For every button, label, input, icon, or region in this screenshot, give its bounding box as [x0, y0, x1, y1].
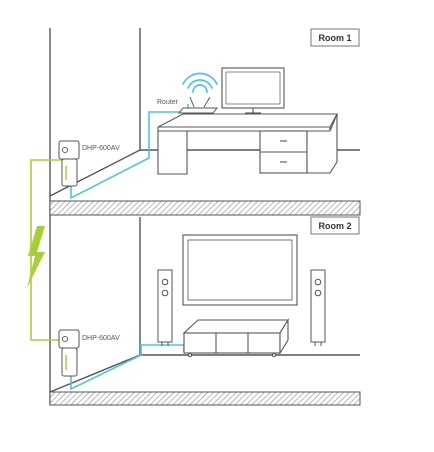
lightning-bolt-icon — [27, 226, 45, 288]
media-console — [182, 318, 289, 358]
floor-slab-lower — [49, 391, 361, 406]
speaker-right — [310, 269, 326, 346]
svg-text:DHP-600AV: DHP-600AV — [82, 145, 120, 152]
powerline-adapter-upper: DHP-600AV — [58, 140, 120, 187]
speaker-left — [157, 269, 173, 346]
wifi-icon — [182, 72, 218, 93]
svg-text:Room 1: Room 1 — [318, 33, 351, 43]
computer-monitor — [221, 67, 285, 114]
room-2-label: Room 2 — [310, 216, 360, 235]
svg-text:Room 2: Room 2 — [318, 221, 351, 231]
powerline-adapter-lower: DHP-600AV — [58, 329, 120, 377]
desk — [157, 113, 338, 175]
room-1-label: Room 1 — [310, 28, 360, 47]
router: Router — [157, 96, 219, 114]
floor-slab-upper — [49, 200, 361, 216]
svg-text:DHP-600AV: DHP-600AV — [82, 335, 120, 342]
wall-television — [182, 234, 298, 306]
svg-text:Router: Router — [157, 99, 179, 106]
